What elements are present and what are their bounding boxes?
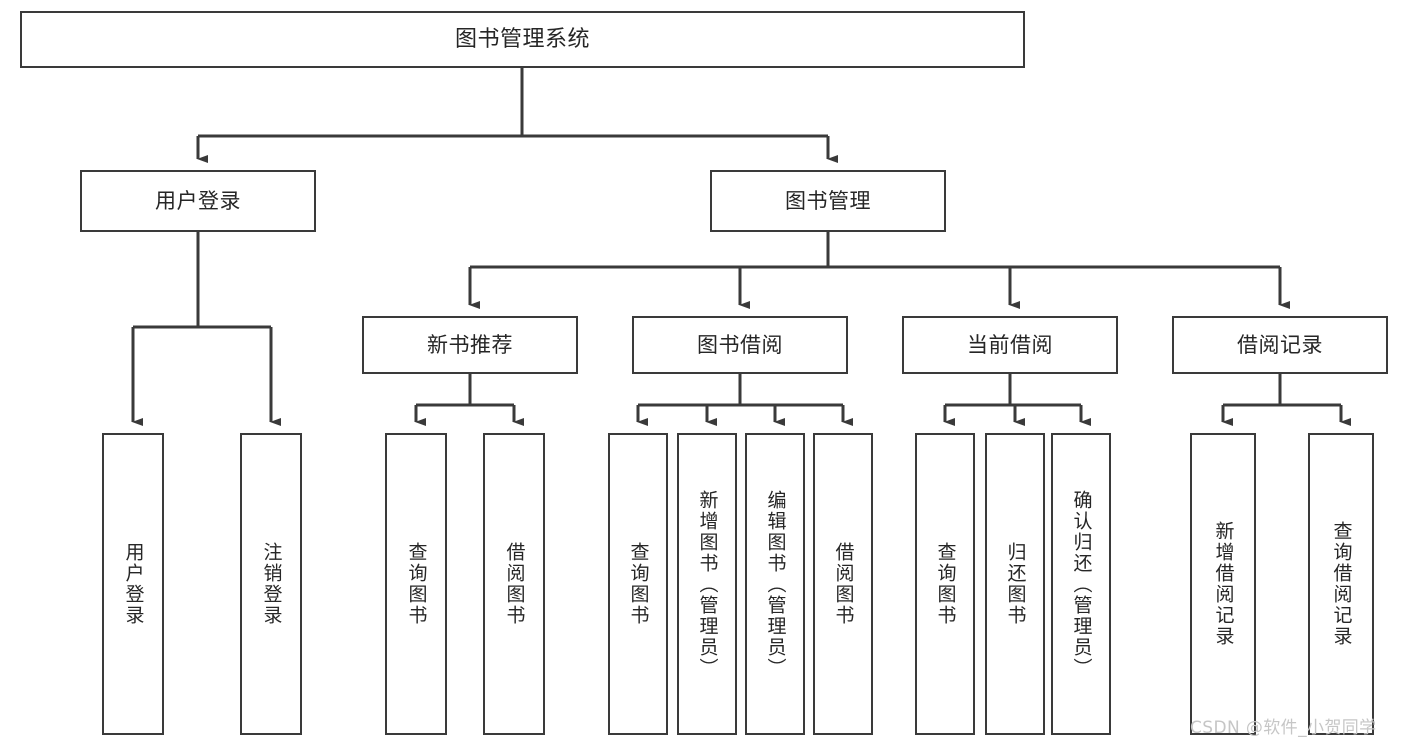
node-leaf-query-book-3[interactable]: 查询图书 xyxy=(915,433,975,735)
node-label: 编辑图书（管理员） xyxy=(764,489,787,679)
node-leaf-borrow-book-2[interactable]: 借阅图书 xyxy=(813,433,873,735)
node-leaf-add-book[interactable]: 新增图书（管理员） xyxy=(677,433,737,735)
node-label: 借阅图书 xyxy=(503,542,526,626)
node-label: 用户登录 xyxy=(155,188,241,213)
node-label: 新增图书（管理员） xyxy=(696,489,719,679)
node-current-borrow[interactable]: 当前借阅 xyxy=(902,316,1118,374)
node-label: 确认归还（管理员） xyxy=(1070,489,1093,679)
node-label: 图书管理系统 xyxy=(454,26,590,52)
node-leaf-query-book-2[interactable]: 查询图书 xyxy=(608,433,668,735)
node-label: 查询图书 xyxy=(934,542,957,626)
node-leaf-borrow-book-1[interactable]: 借阅图书 xyxy=(483,433,545,735)
node-leaf-query-record[interactable]: 查询借阅记录 xyxy=(1308,433,1374,735)
node-root-图书管理系统[interactable]: 图书管理系统 xyxy=(20,11,1025,68)
node-label: 图书借阅 xyxy=(697,332,783,357)
node-leaf-return-book[interactable]: 归还图书 xyxy=(985,433,1045,735)
node-label: 注销登录 xyxy=(260,542,283,626)
node-label: 图书管理 xyxy=(785,188,871,213)
node-label: 归还图书 xyxy=(1004,542,1027,626)
node-user-login[interactable]: 用户登录 xyxy=(80,170,316,232)
node-leaf-user-login[interactable]: 用户登录 xyxy=(102,433,164,735)
node-label: 查询借阅记录 xyxy=(1330,521,1353,647)
node-leaf-user-logout[interactable]: 注销登录 xyxy=(240,433,302,735)
node-leaf-add-record[interactable]: 新增借阅记录 xyxy=(1190,433,1256,735)
node-label: 借阅图书 xyxy=(832,542,855,626)
node-label: 当前借阅 xyxy=(967,332,1053,357)
node-label: 借阅记录 xyxy=(1237,332,1323,357)
node-book-manage[interactable]: 图书管理 xyxy=(710,170,946,232)
node-borrow-record[interactable]: 借阅记录 xyxy=(1172,316,1388,374)
node-label: 查询图书 xyxy=(627,542,650,626)
node-leaf-query-book-1[interactable]: 查询图书 xyxy=(385,433,447,735)
node-label: 用户登录 xyxy=(122,542,145,626)
node-label: 新书推荐 xyxy=(427,332,513,357)
node-leaf-confirm-return[interactable]: 确认归还（管理员） xyxy=(1051,433,1111,735)
node-leaf-edit-book[interactable]: 编辑图书（管理员） xyxy=(745,433,805,735)
node-book-borrow[interactable]: 图书借阅 xyxy=(632,316,848,374)
node-label: 查询图书 xyxy=(405,542,428,626)
node-new-book-rec[interactable]: 新书推荐 xyxy=(362,316,578,374)
node-label: 新增借阅记录 xyxy=(1212,521,1235,647)
